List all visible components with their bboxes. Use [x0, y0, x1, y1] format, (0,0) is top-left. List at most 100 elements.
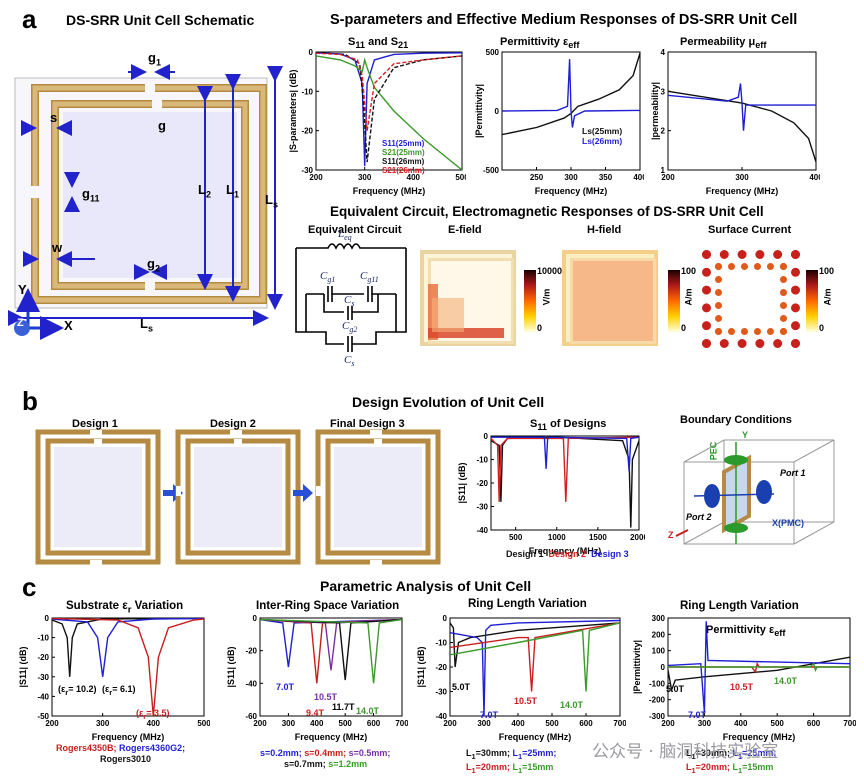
- p3-annot-1: 5.0T: [452, 682, 471, 692]
- y-tick-label: 0: [484, 432, 489, 441]
- x-tick-label: 400: [511, 719, 525, 728]
- hfield-colorbar: [668, 270, 680, 332]
- y-tick-label: -40: [476, 526, 488, 535]
- series-line: [668, 83, 816, 131]
- s11-designs-legend: Design 1 Design 2 Design 3: [506, 549, 629, 559]
- x-tick-label: 500: [339, 719, 353, 728]
- x-tick-label: 600: [579, 719, 593, 728]
- y-axis-label: |Permittivity|: [474, 84, 484, 138]
- y-tick-label: -10: [37, 634, 49, 643]
- x-tick-label: 700: [395, 719, 408, 728]
- y-tick-label: 2: [661, 127, 666, 136]
- p4-annot-1: 5.0T: [666, 684, 685, 694]
- p4-annot-3: 10.5T: [730, 682, 754, 692]
- surface-colorbar: [806, 270, 818, 332]
- p4-annot-2: 7.0T: [688, 710, 707, 720]
- hfield-min: 0: [681, 323, 687, 333]
- x-tick-label: 300: [358, 173, 372, 182]
- x-tick-label: 600: [367, 719, 381, 728]
- p1-legend: Rogers4350B; Rogers4360G2; Rogers3010: [56, 743, 186, 764]
- x-axis-label: Frequency (MHz): [529, 546, 602, 556]
- section-c-title: Parametric Analysis of Unit Cell: [320, 578, 532, 594]
- x-tick-label: 300: [698, 719, 712, 728]
- x-tick-label: 300: [477, 719, 491, 728]
- y-tick-label: 0: [661, 663, 666, 672]
- p3-title: Ring Length Variation: [468, 598, 587, 610]
- label-Leq: Leq: [338, 228, 352, 243]
- label-g11: g11: [82, 186, 100, 204]
- y-tick-label: -10: [435, 639, 447, 648]
- design-2-label: Design 2: [210, 418, 256, 430]
- x-tick-label: 200: [309, 173, 323, 182]
- boundary-diagram: [675, 439, 835, 545]
- design-1-label: Design 1: [72, 418, 118, 430]
- hfield-title: H-field: [587, 224, 622, 236]
- y-tick-label: 0: [443, 614, 448, 623]
- p3-annot-3: 10.5T: [514, 696, 538, 706]
- plot-area: [51, 617, 205, 717]
- permeability-chart: 2003004001234Frequency (MHz)|permeabilit…: [650, 48, 820, 196]
- p3-legend: L1=30mm; L1=25mm; L1=20mm; L1=15mm: [466, 748, 557, 775]
- series-line: [450, 622, 620, 668]
- series-line: [316, 52, 462, 131]
- p4-title: Ring Length Variation: [680, 600, 799, 612]
- y-tick-label: -30: [435, 688, 447, 697]
- series-line: [316, 52, 462, 163]
- surface-min: 0: [819, 323, 825, 333]
- label-Cg1: Cg1: [320, 270, 336, 285]
- p2-annot-3: 10.5T: [314, 692, 338, 702]
- p2-title: Inter-Ring Space Variation: [256, 600, 400, 612]
- x-tick-label: 300: [564, 173, 578, 182]
- y-tick-label: -40: [435, 712, 447, 721]
- p4-inner-title: Permittivity εeff: [706, 624, 786, 639]
- y-tick-label: 200: [652, 630, 666, 639]
- circuit-section-title: Equivalent Circuit, Electromagnetic Resp…: [330, 204, 764, 219]
- hfield-map: [562, 250, 658, 346]
- z-label: Z: [668, 530, 674, 540]
- y-tick-label: -100: [649, 679, 666, 688]
- label-L2: L2: [198, 182, 211, 200]
- y-tick-label: -30: [37, 673, 49, 682]
- series-line: [260, 618, 402, 684]
- x-tick-label: 400: [407, 173, 421, 182]
- p2-annot-2: 9.4T: [306, 708, 325, 718]
- x-tick-label: 200: [661, 173, 675, 182]
- p2-annot-5: 14.0T: [356, 706, 380, 716]
- y-tick-label: -500: [483, 166, 500, 175]
- y-axis-label: |S11| (dB): [457, 462, 467, 503]
- x-tick-label: 500: [509, 533, 523, 542]
- label-Cg2: Cg2: [342, 320, 358, 335]
- surface-current-map: [702, 250, 800, 348]
- efield-unit: V/m: [541, 288, 552, 306]
- boundary-title: Boundary Conditions: [680, 414, 792, 426]
- axis-x-label: X: [64, 318, 73, 333]
- y-tick-label: -20: [476, 479, 488, 488]
- x-tick-label: 1500: [589, 533, 607, 542]
- x-tick-label: 400: [809, 173, 820, 182]
- plot-area: [449, 617, 621, 717]
- y-tick-label: -20: [37, 653, 49, 662]
- p1-annot-1: (εr= 10.2): [58, 684, 97, 697]
- x-tick-label: 400: [147, 719, 161, 728]
- x-tick-label: 200: [661, 719, 675, 728]
- y-tick-label: 0: [495, 107, 500, 116]
- series-line: [316, 55, 462, 170]
- y-tick-label: 3: [661, 87, 666, 96]
- y-tick-label: 300: [652, 614, 666, 623]
- x-axis-label: Frequency (MHz): [706, 186, 779, 196]
- pec-label: PEC: [708, 441, 719, 461]
- y-tick-label: 4: [661, 48, 666, 57]
- y-tick-label: -30: [476, 503, 488, 512]
- label-Cs2: Cs: [344, 354, 355, 369]
- x-axis-label: Frequency (MHz): [723, 732, 796, 742]
- y-tick-label: -30: [301, 166, 313, 175]
- dssrr-schematic: [8, 64, 283, 340]
- x-tick-label: 400: [310, 719, 324, 728]
- y-tick-label: -10: [476, 456, 488, 465]
- x-tick-label: 500: [197, 719, 210, 728]
- y-tick-label: -60: [245, 712, 257, 721]
- y-axis-label: |Permittivity|: [632, 640, 642, 694]
